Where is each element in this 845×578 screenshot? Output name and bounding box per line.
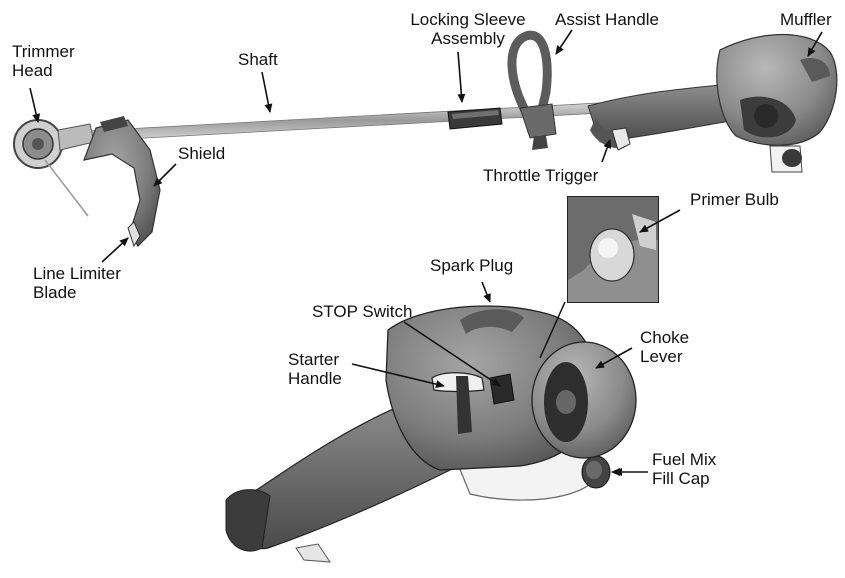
label-stop-switch: STOP Switch <box>312 302 413 321</box>
shield-part <box>83 116 161 248</box>
leader-lines <box>29 29 823 476</box>
label-muffler: Muffler <box>780 10 832 29</box>
label-shaft: Shaft <box>238 50 278 69</box>
label-assist-handle: Assist Handle <box>555 10 659 29</box>
inset-frame <box>567 196 659 303</box>
label-spark-plug: Spark Plug <box>430 256 514 275</box>
label-throttle-trigger: Throttle Trigger <box>483 166 599 185</box>
assist-handle-part <box>507 30 557 150</box>
primer-bulb-inset <box>539 197 658 359</box>
trimmer-head-part <box>13 119 95 217</box>
label-shield: Shield <box>178 144 226 163</box>
engine-closeup <box>225 305 637 563</box>
label-primer-bulb: Primer Bulb <box>690 190 779 209</box>
locking-sleeve-part <box>447 107 503 130</box>
engine-top <box>587 33 838 173</box>
